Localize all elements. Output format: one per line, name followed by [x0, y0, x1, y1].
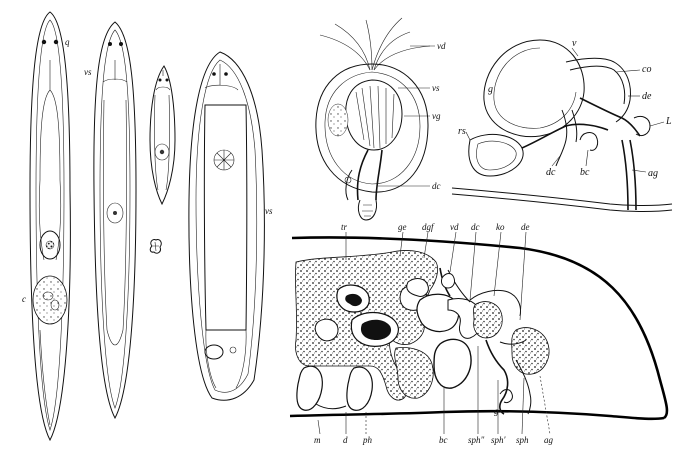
label-section-g: g	[494, 406, 499, 416]
label-repro-rs: rs	[458, 126, 466, 137]
label-section-ge: ge	[398, 222, 407, 232]
label-section-d: d	[343, 435, 348, 445]
habitus-panel: q vs c vs	[22, 11, 273, 442]
label-copulatory-dc: dc	[432, 181, 441, 191]
label-habitus-c: c	[22, 294, 26, 304]
label-habitus-q: q	[65, 37, 70, 47]
label-section-m: m	[314, 435, 321, 445]
label-repro-L: L	[665, 116, 672, 127]
worm-a	[29, 11, 71, 442]
label-repro-bc: bc	[580, 167, 590, 178]
label-repro-de: de	[642, 91, 652, 102]
label-section-ag: ag	[544, 435, 554, 445]
label-section-tr: tr	[341, 222, 348, 232]
label-copulatory-vs: vs	[432, 83, 440, 93]
label-repro-co: co	[642, 64, 651, 75]
label-copulatory-vd: vd	[437, 41, 446, 51]
copulatory-organ-panel: vd vs vg dc	[315, 17, 446, 221]
label-section-sph2: sph"	[468, 435, 485, 445]
label-habitus-vs-right: vs	[265, 206, 273, 216]
label-repro-dc: dc	[546, 167, 556, 178]
worm-b	[93, 21, 137, 420]
label-section-de: de	[521, 222, 530, 232]
label-habitus-vs-left: vs	[84, 67, 92, 77]
worm-c	[149, 65, 176, 206]
label-section-dgf: dgf	[422, 222, 435, 232]
label-section-sph: sph	[516, 435, 529, 445]
label-section-ko: ko	[496, 222, 505, 232]
label-repro-g: g	[488, 84, 493, 95]
label-repro-ag: ag	[648, 168, 658, 179]
label-section-ph: ph	[362, 435, 373, 445]
label-section-vd: vd	[450, 222, 459, 232]
worm-d	[188, 51, 265, 401]
label-section-sph1: sph'	[491, 435, 507, 445]
label-section-dc: dc	[471, 222, 480, 232]
sagittal-section-panel: tr ge dgf vd dc ko de m d ph bc sph" sph…	[289, 222, 669, 445]
label-section-bc: bc	[439, 435, 448, 445]
label-repro-v: v	[572, 38, 577, 49]
fragment-sketch	[149, 239, 162, 254]
reproductive-system-panel: v g co de L rs dc bc ag	[451, 38, 673, 212]
label-copulatory-vg: vg	[432, 111, 441, 121]
